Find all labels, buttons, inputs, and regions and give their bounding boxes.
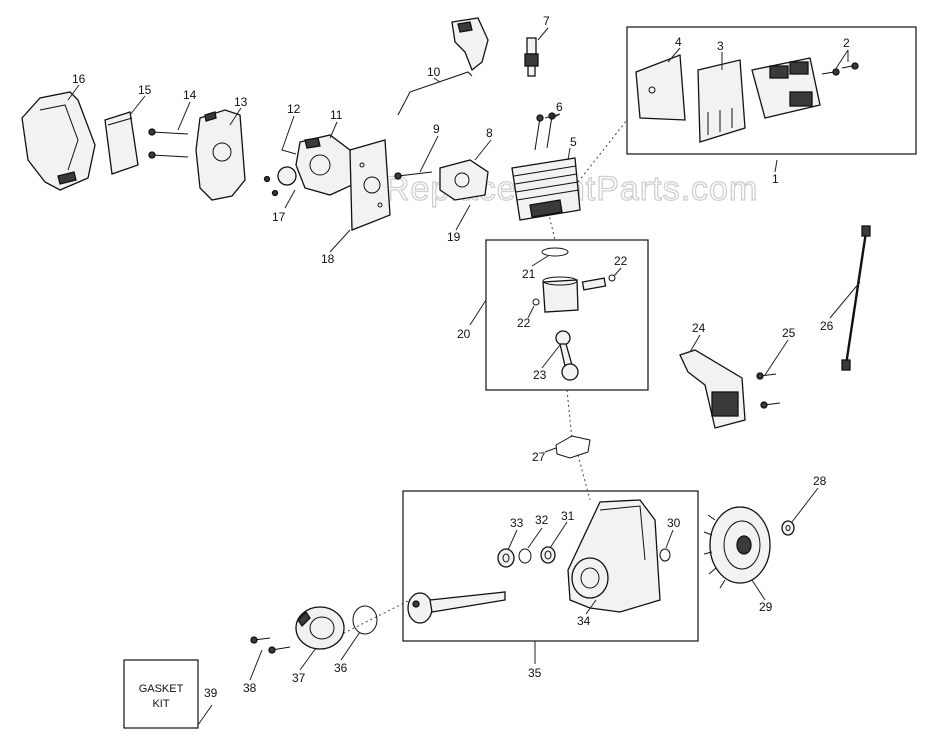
callout-number: 22	[614, 254, 628, 268]
callout-number: 35	[528, 666, 542, 680]
gasket-kit-label-line1: GASKET	[139, 683, 184, 695]
air-filter-part	[104, 111, 139, 175]
crankcase-cover-part	[295, 606, 345, 650]
muffler-assembly-box	[626, 26, 917, 155]
muffler-screws-part	[821, 62, 859, 76]
spark-plug-part	[524, 37, 539, 77]
alignment-line-piston-gasket	[566, 389, 573, 441]
callout-number: 8	[486, 126, 493, 140]
crankcase-seal-part	[518, 548, 532, 564]
gasket-kit-label-line2: KIT	[152, 698, 169, 710]
callout-number: 31	[561, 509, 575, 523]
callout-number: 24	[692, 321, 706, 335]
throttle-housing-part	[451, 17, 489, 72]
callout-number: 16	[72, 72, 86, 86]
muffler-gasket-part	[697, 59, 746, 143]
crankcase-assembly-box	[402, 490, 699, 642]
leader-lines	[67, 27, 861, 726]
callout-number: 9	[433, 122, 440, 136]
spark-plug-wire-part	[841, 225, 871, 371]
callout-number: 20	[457, 327, 471, 341]
flywheel-washer-part	[781, 520, 795, 536]
muffler-heat-shield-part	[635, 54, 686, 121]
callout-number: 23	[533, 368, 547, 382]
callout-number: 15	[138, 83, 152, 97]
piston-part	[542, 276, 579, 313]
callout-number: 28	[813, 474, 827, 488]
muffler-part	[751, 57, 821, 119]
carburetor-part	[263, 134, 353, 197]
air-filter-screws-part	[148, 128, 189, 159]
callout-number: 36	[334, 661, 348, 675]
callout-number: 33	[510, 516, 524, 530]
callout-number: 12	[287, 102, 301, 116]
callout-number: 26	[820, 319, 834, 333]
piston-pin-part	[581, 277, 607, 291]
callout-number: 1	[772, 172, 779, 186]
callout-number: 13	[234, 95, 248, 109]
callout-number: 30	[667, 516, 681, 530]
insulator-gasket-part	[349, 139, 391, 231]
callout-number: 34	[577, 614, 591, 628]
callout-number: 11	[330, 108, 343, 122]
piston-ring-part	[541, 247, 569, 257]
callout-number: 21	[522, 267, 536, 281]
callout-number: 4	[675, 35, 682, 49]
throttle-wire-part	[397, 71, 473, 116]
alignment-line-cylinder-muffler	[577, 119, 628, 183]
callout-number: 32	[535, 513, 549, 527]
callout-number: 18	[321, 252, 335, 266]
starter-oring-part	[352, 605, 378, 635]
air-filter-base-part	[195, 109, 246, 201]
callout-number: 17	[272, 210, 286, 224]
intake-manifold-part	[439, 159, 489, 201]
callout-number: 2	[843, 36, 850, 50]
callout-number: 22	[517, 316, 531, 330]
callout-number: 19	[447, 230, 461, 244]
gasket-kit-box	[123, 659, 199, 729]
callout-numbers: 1 2 3 4 5 6 7 8 9 10 11 12 13 14 15 16 1…	[72, 14, 850, 700]
callout-number: 7	[543, 14, 550, 28]
crankcase-bearing-part	[540, 546, 556, 564]
flywheel-part	[703, 506, 771, 589]
connecting-rod-part	[555, 330, 579, 381]
cylinder-screws-part	[534, 112, 556, 151]
callout-number: 3	[717, 39, 724, 53]
alignment-line-cylinder-piston	[544, 197, 556, 241]
crankcase-washer-part	[497, 548, 515, 568]
callout-number: 5	[570, 135, 577, 149]
callout-number: 27	[532, 450, 546, 464]
cylinder-part	[511, 157, 581, 221]
callout-number: 10	[427, 65, 441, 79]
ignition-coil-screws-part	[756, 372, 781, 409]
ignition-coil-part	[679, 349, 746, 429]
callout-number: 29	[759, 600, 773, 614]
callout-number: 14	[183, 88, 197, 102]
engine-cover-part	[21, 91, 96, 191]
crankcase-part	[567, 499, 661, 613]
crankshaft-part	[407, 591, 506, 624]
alignment-line-gasket-crankcase	[577, 454, 591, 501]
intake-bolt-part	[394, 171, 433, 180]
callout-number: 6	[556, 100, 563, 114]
callout-number: 39	[204, 686, 218, 700]
callout-number: 37	[292, 671, 306, 685]
callout-number: 25	[782, 326, 796, 340]
piston-clips-part	[532, 274, 616, 306]
callout-number: 38	[243, 681, 257, 695]
crankcase-oring-part	[659, 548, 671, 562]
crankcase-gasket-part	[555, 435, 591, 459]
cover-screws-part	[250, 636, 291, 654]
